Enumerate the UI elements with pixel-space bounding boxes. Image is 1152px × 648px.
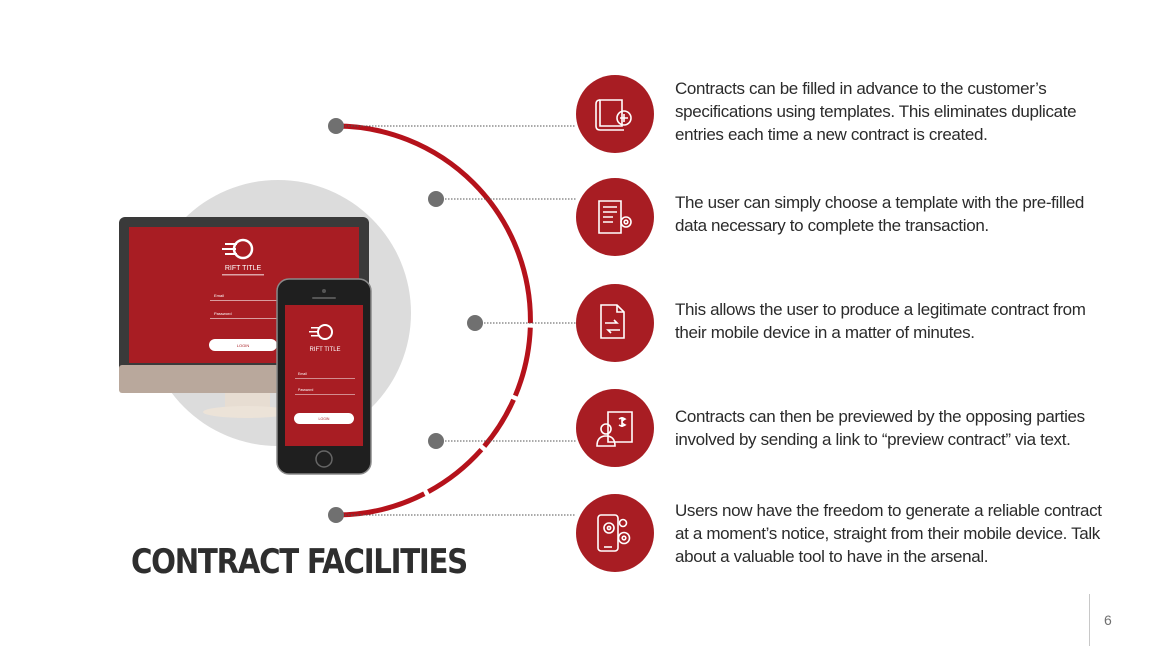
page-number: 6 [1104,612,1112,628]
contract-scroll-icon [576,75,654,153]
timeline-node-5 [328,507,344,523]
timeline-node-3 [467,315,483,331]
feature-text-2: The user can simply choose a template wi… [675,193,1085,235]
connector-lines [336,125,576,516]
feature-text-1: Contracts can be filled in advance to th… [675,79,1077,144]
phone-gears-icon [576,494,654,572]
smartphone: RIFT TITLE Email Password LOGIN [276,278,372,475]
slide-title: CONTRACT FACILITIES [131,542,468,582]
phone-login-label: LOGIN [319,417,330,421]
footer-divider [1089,594,1090,646]
timeline-node-1 [328,118,344,134]
timeline-node-2 [428,191,444,207]
phone-brand: RIFT TITLE [309,347,340,353]
person-invoice-icon [576,389,654,467]
monitor-brand: RIFT TITLE [225,265,262,272]
monitor-login-label: LOGIN [237,343,250,348]
phone-email-label: Email [298,372,307,376]
document-exchange-icon [576,284,654,362]
feature-text-4: Contracts can then be previewed by the o… [675,407,1085,449]
feature-text-5: Users now have the freedom to generate a… [675,501,1102,566]
feature-text-3: This allows the user to produce a legiti… [675,300,1086,342]
document-gear-icon [576,178,654,256]
monitor-email-label: Email [214,293,224,298]
timeline-arc [335,123,533,518]
timeline-node-4 [428,433,444,449]
monitor-password-label: Password [214,311,232,316]
phone-password-label: Password [298,388,313,392]
